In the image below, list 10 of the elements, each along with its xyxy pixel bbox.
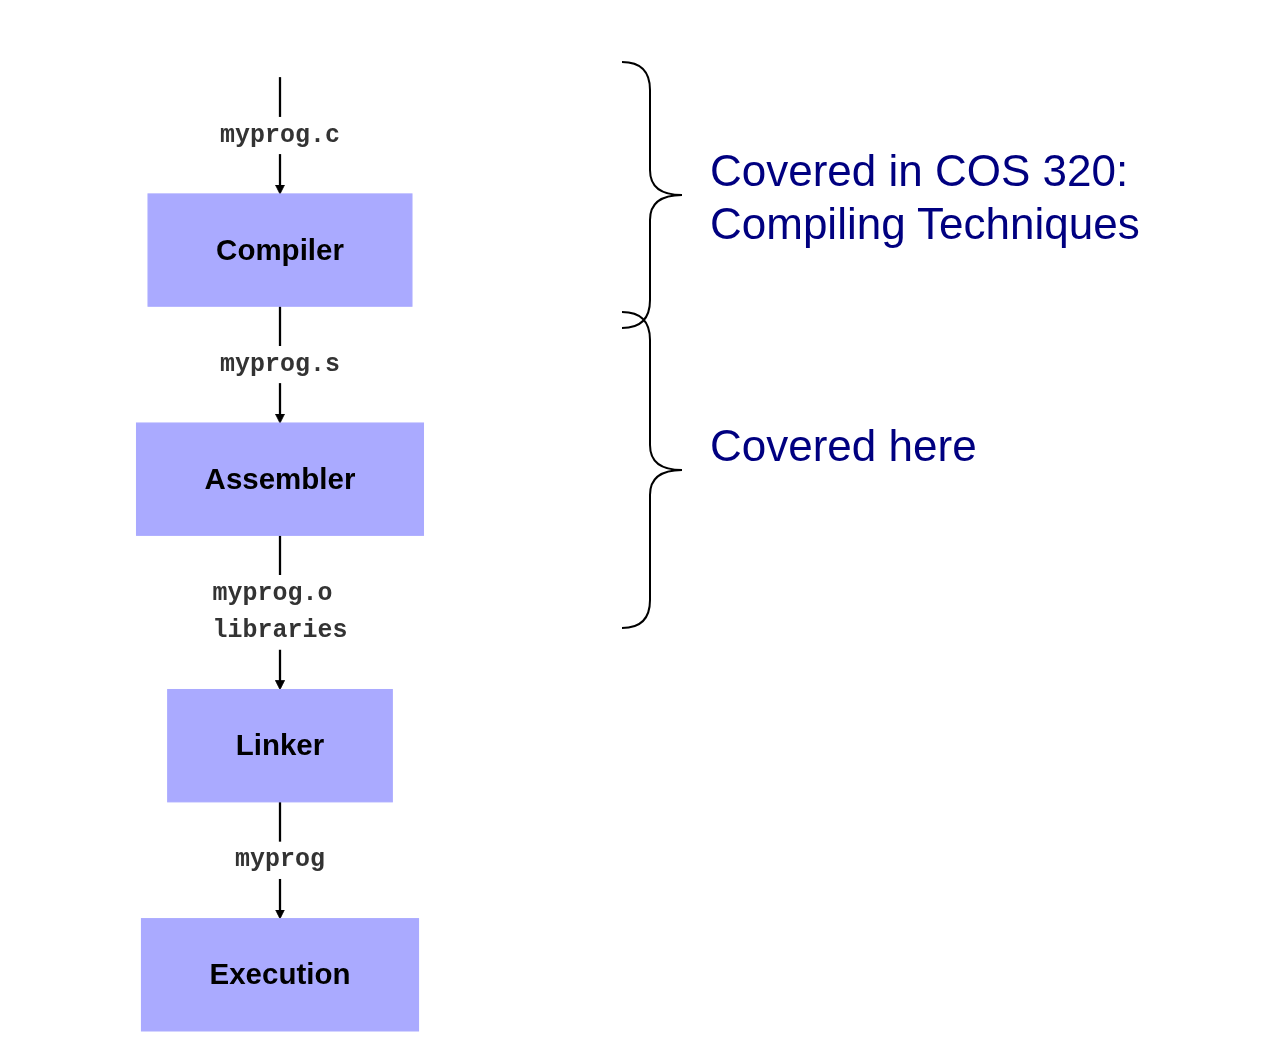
bracket-note: Covered here xyxy=(710,420,977,472)
node-box: Execution xyxy=(140,918,420,1032)
node-box: Linker xyxy=(167,689,393,803)
node-box: Compiler xyxy=(147,193,413,307)
edge-label: myprog.s xyxy=(220,350,340,379)
node-box: Assembler xyxy=(136,422,424,536)
edge-label: myprog.c xyxy=(220,121,340,150)
edge-label: myprog xyxy=(235,846,325,875)
edge-label: myprog.o libraries xyxy=(212,579,348,646)
bracket-note: Covered in COS 320: Compiling Techniques xyxy=(710,145,1141,250)
